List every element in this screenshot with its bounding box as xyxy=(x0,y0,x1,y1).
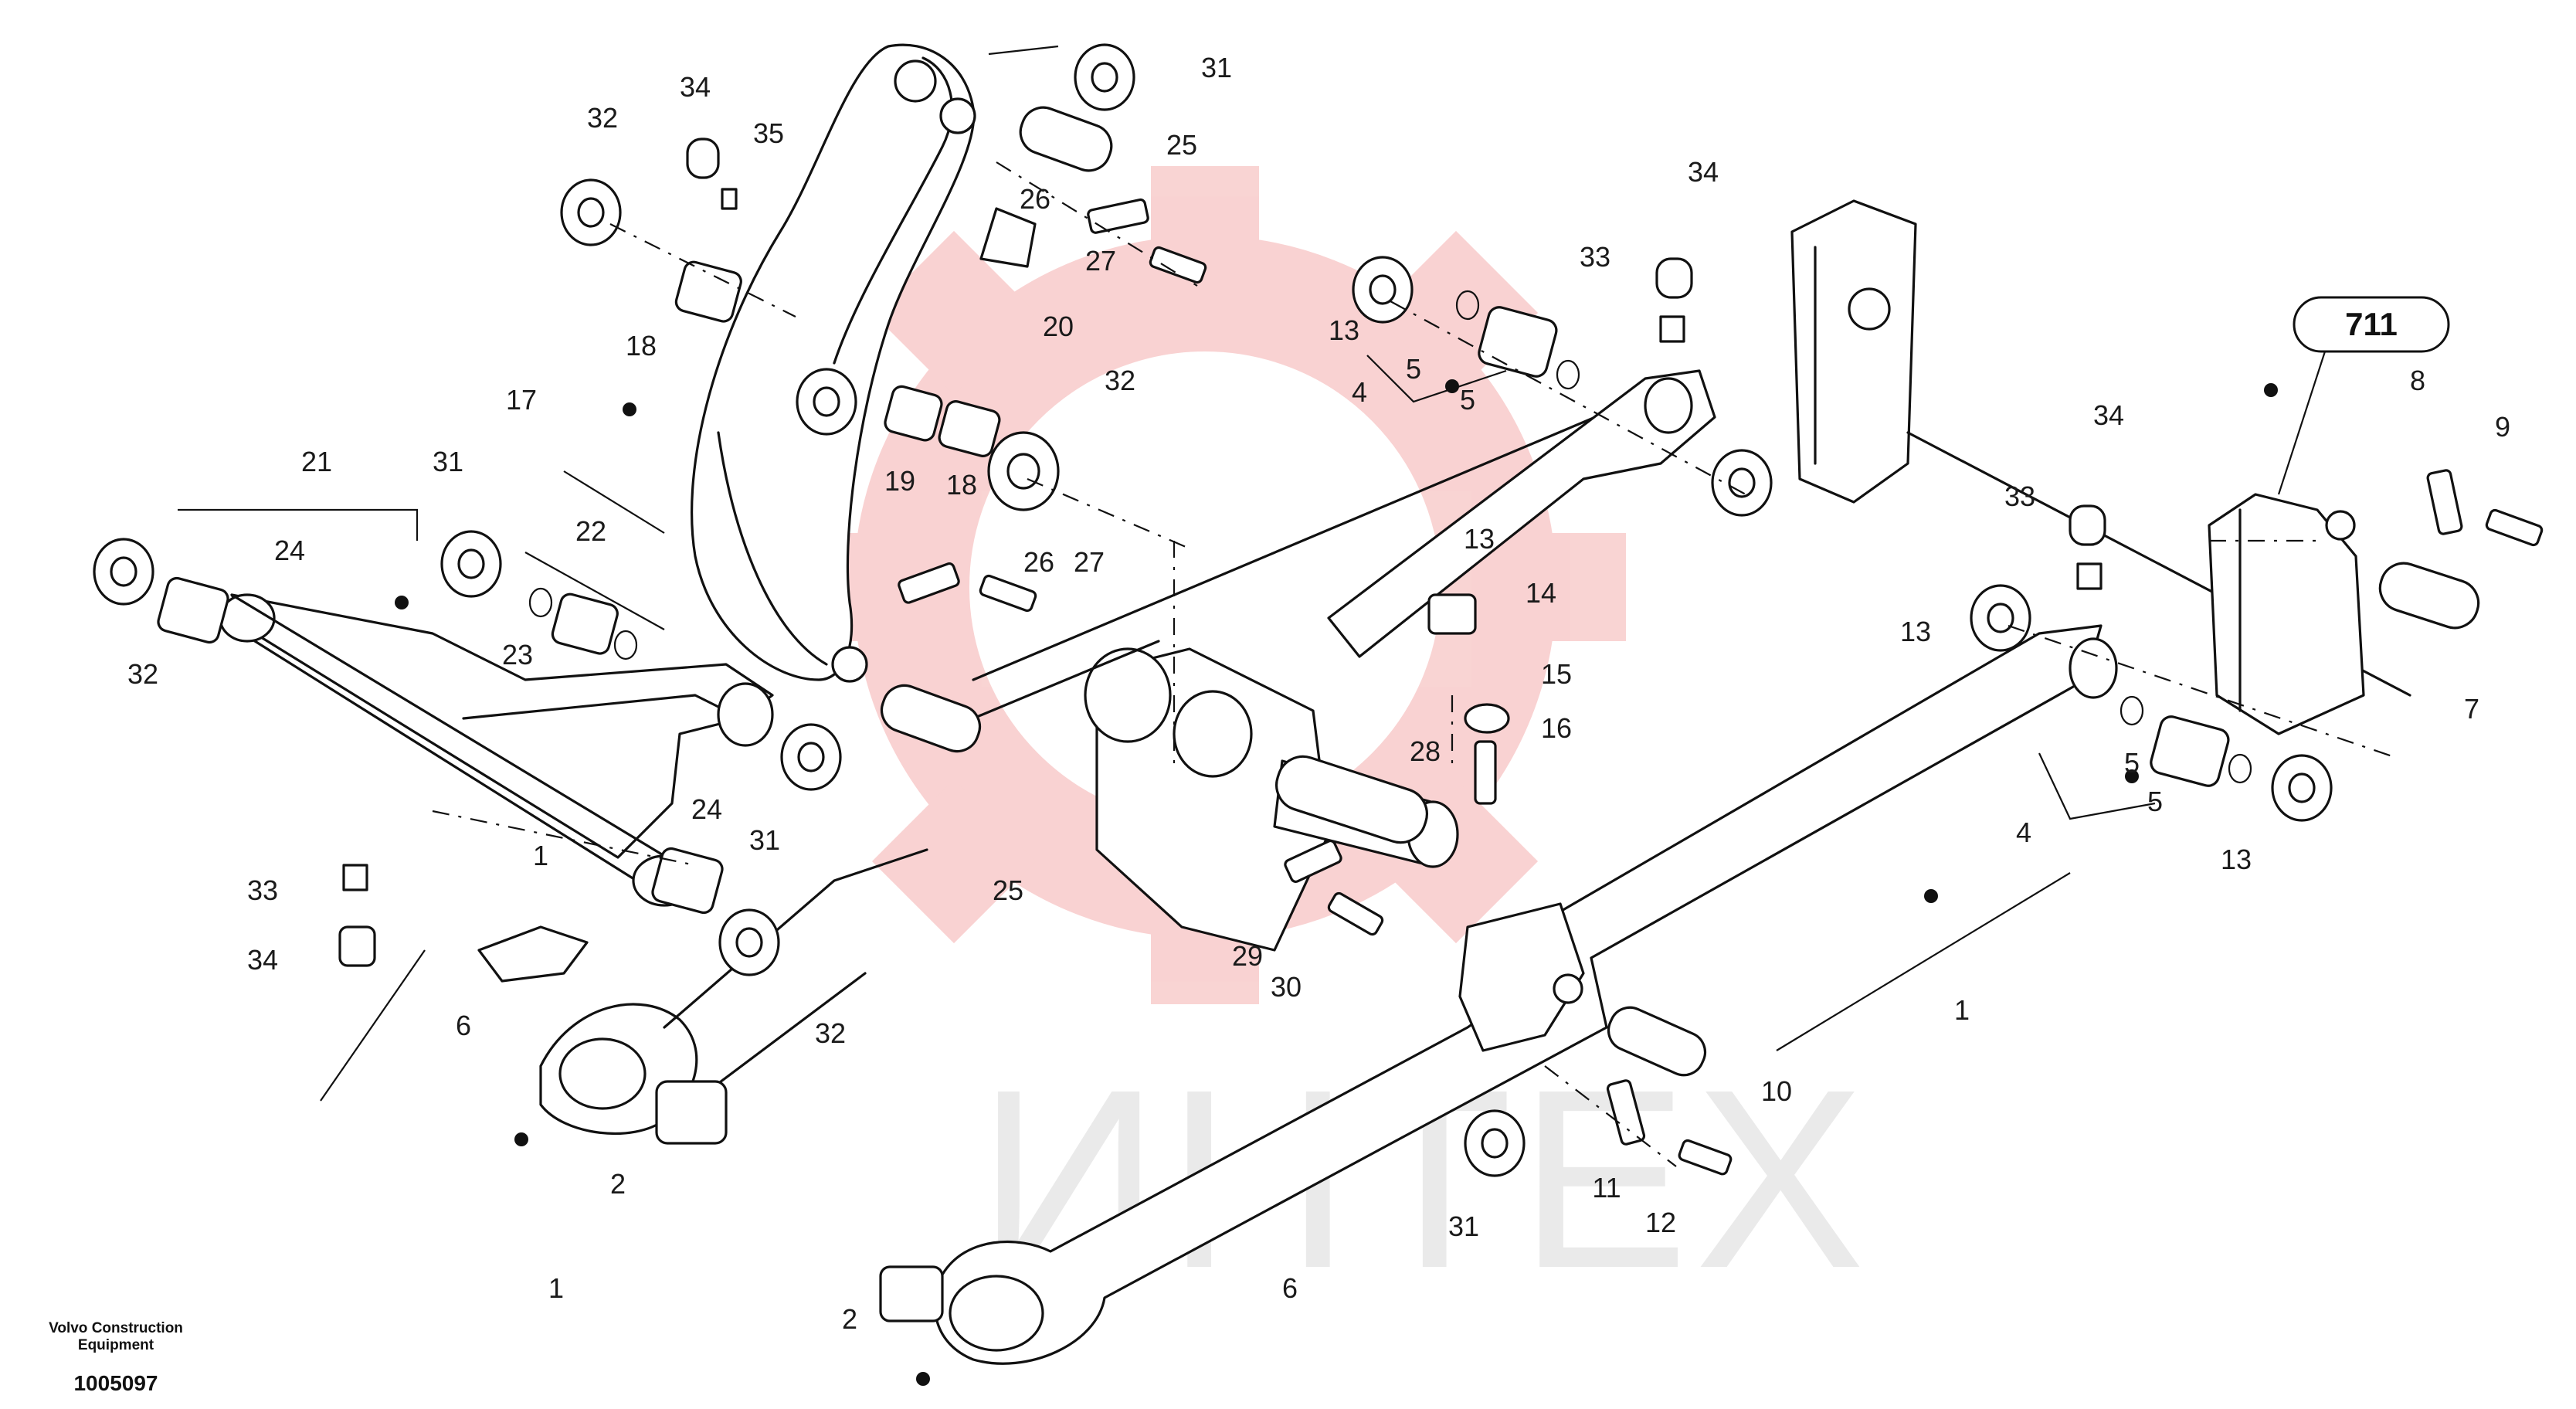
callout-5[interactable]: 5 xyxy=(1460,384,1475,416)
manufacturer-block: Volvo Construction Equipment 1005097 xyxy=(49,1320,183,1395)
callout-33[interactable]: 33 xyxy=(1580,241,1610,273)
callout-34[interactable]: 34 xyxy=(1688,156,1719,188)
callout-17[interactable]: 17 xyxy=(506,384,537,416)
callout-23[interactable]: 23 xyxy=(502,639,533,671)
callout-25[interactable]: 25 xyxy=(1166,129,1197,161)
callout-4[interactable]: 4 xyxy=(1352,376,1367,408)
callout-15[interactable]: 15 xyxy=(1541,658,1572,690)
callout-13[interactable]: 13 xyxy=(1900,616,1931,647)
manufacturer-line2: Equipment xyxy=(78,1337,154,1353)
callout-16[interactable]: 16 xyxy=(1541,712,1572,744)
callout-31[interactable]: 31 xyxy=(433,446,463,477)
manufacturer-line1: Volvo Construction xyxy=(49,1320,183,1336)
callout-11[interactable]: 11 xyxy=(1592,1172,1621,1204)
group-711-badge[interactable]: 711 xyxy=(2277,296,2450,495)
callout-1[interactable]: 1 xyxy=(533,840,548,871)
callout-33[interactable]: 33 xyxy=(247,874,278,906)
callout-5[interactable]: 5 xyxy=(2124,747,2140,779)
callout-1[interactable]: 1 xyxy=(548,1272,564,1304)
callout-6[interactable]: 6 xyxy=(456,1010,471,1041)
callout-29[interactable]: 29 xyxy=(1232,940,1263,972)
callout-31[interactable]: 31 xyxy=(1201,52,1232,83)
callout-13[interactable]: 13 xyxy=(1329,314,1359,346)
callout-25[interactable]: 25 xyxy=(993,874,1023,906)
parts-linework xyxy=(93,43,2544,1386)
callout-13[interactable]: 13 xyxy=(2221,844,2252,875)
callout-5[interactable]: 5 xyxy=(2147,786,2163,817)
svg-text:711: 711 xyxy=(2345,306,2398,342)
callout-26[interactable]: 26 xyxy=(1023,546,1054,578)
callout-27[interactable]: 27 xyxy=(1074,546,1105,578)
callout-21[interactable]: 21 xyxy=(301,446,332,477)
callout-34[interactable]: 34 xyxy=(2093,399,2124,431)
callout-5[interactable]: 5 xyxy=(1406,353,1421,385)
callout-9[interactable]: 9 xyxy=(2495,411,2510,443)
callout-34[interactable]: 34 xyxy=(247,944,278,976)
callout-22[interactable]: 22 xyxy=(575,515,606,547)
callout-32[interactable]: 32 xyxy=(1105,365,1135,396)
callout-14[interactable]: 14 xyxy=(1526,577,1556,609)
callout-12[interactable]: 12 xyxy=(1645,1207,1676,1238)
callout-19[interactable]: 19 xyxy=(884,465,915,497)
callout-30[interactable]: 30 xyxy=(1271,971,1302,1003)
callout-35[interactable]: 35 xyxy=(753,117,784,149)
callout-24[interactable]: 24 xyxy=(691,793,722,825)
callout-28[interactable]: 28 xyxy=(1410,735,1441,767)
callout-1[interactable]: 1 xyxy=(1954,994,1970,1026)
callout-6[interactable]: 6 xyxy=(1282,1272,1298,1304)
callout-33[interactable]: 33 xyxy=(2004,480,2035,512)
callout-32[interactable]: 32 xyxy=(815,1017,846,1049)
callout-31[interactable]: 31 xyxy=(749,824,780,856)
callout-18[interactable]: 18 xyxy=(946,469,977,501)
callout-4[interactable]: 4 xyxy=(2016,817,2031,848)
callout-8[interactable]: 8 xyxy=(2410,365,2425,396)
drawing-number: 1005097 xyxy=(73,1371,158,1395)
callout-26[interactable]: 26 xyxy=(1020,183,1050,215)
callout-32[interactable]: 32 xyxy=(587,102,618,134)
callout-labels: 1112244555566789101112131313131415161718… xyxy=(127,52,2510,1335)
callout-34[interactable]: 34 xyxy=(680,71,711,103)
callout-27[interactable]: 27 xyxy=(1085,245,1116,277)
callout-2[interactable]: 2 xyxy=(610,1168,626,1200)
callout-13[interactable]: 13 xyxy=(1464,523,1495,555)
callout-20[interactable]: 20 xyxy=(1043,311,1074,342)
callout-18[interactable]: 18 xyxy=(626,330,657,362)
callout-31[interactable]: 31 xyxy=(1448,1210,1479,1242)
callout-32[interactable]: 32 xyxy=(127,658,158,690)
callout-24[interactable]: 24 xyxy=(274,535,305,566)
callout-10[interactable]: 10 xyxy=(1761,1075,1792,1107)
callout-7[interactable]: 7 xyxy=(2464,693,2479,725)
callout-2[interactable]: 2 xyxy=(842,1303,857,1335)
